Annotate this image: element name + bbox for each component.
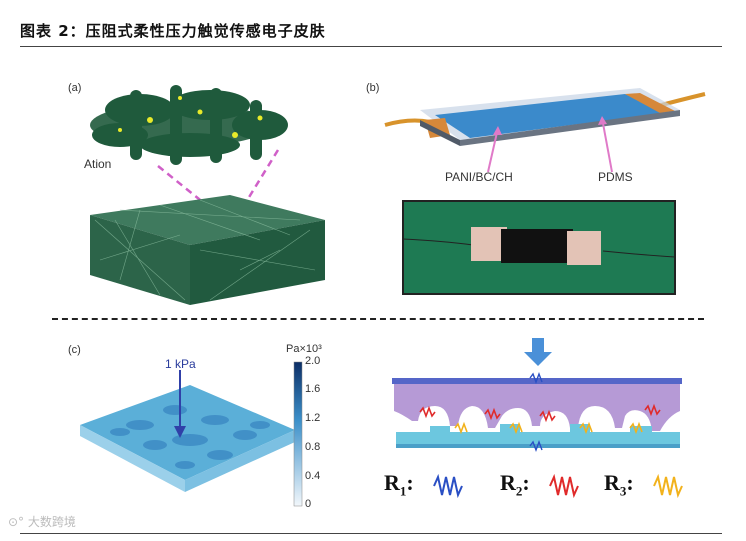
panel-d-contact-schematic [392, 338, 682, 452]
resistor-label-r2: R2: [500, 470, 530, 499]
fiber-network-cube [90, 195, 325, 305]
polymer-cluster [90, 85, 288, 165]
panel-c-label: (c) [68, 344, 81, 356]
panel-b-device-photo [402, 200, 676, 295]
colorbar [293, 361, 303, 507]
header-rule [20, 46, 722, 47]
section-divider [52, 318, 704, 320]
panel-a-label: (a) [68, 82, 82, 94]
footer-rule [20, 533, 722, 534]
panel-a-illustration [90, 85, 325, 305]
resistor-spring-r2 [549, 473, 579, 499]
resistor-spring-r1 [433, 473, 463, 499]
colorbar-tick: 1.2 [305, 412, 321, 424]
panel-c-pressure-surface [80, 370, 295, 492]
colorbar-tick: 0.4 [305, 470, 321, 482]
watermark-logo-icon: ⊙° [8, 515, 25, 529]
panel-b-label: (b) [366, 82, 380, 94]
pressure-label: 1 kPa [165, 357, 196, 371]
panel-b-device-schematic [384, 88, 706, 173]
material-label-right: PDMS [598, 170, 633, 184]
watermark: ⊙° 大数跨境 [8, 515, 76, 529]
colorbar-tick: 2.0 [305, 355, 321, 367]
resistor-label-r3: R3: [604, 470, 634, 499]
colorbar-title: Pa×10³ [286, 343, 322, 355]
colorbar-tick: 1.6 [305, 383, 321, 395]
colorbar-tick: 0.8 [305, 441, 321, 453]
resistor-label-r1: R1: [384, 470, 414, 499]
resistor-spring-r3 [653, 473, 683, 499]
material-label-left: PANI/BC/CH [445, 170, 513, 184]
cluster-label: Ation [84, 157, 112, 171]
colorbar-tick: 0 [305, 498, 312, 510]
figure-title: 图表 2：压阻式柔性压力触觉传感电子皮肤 [20, 22, 326, 40]
